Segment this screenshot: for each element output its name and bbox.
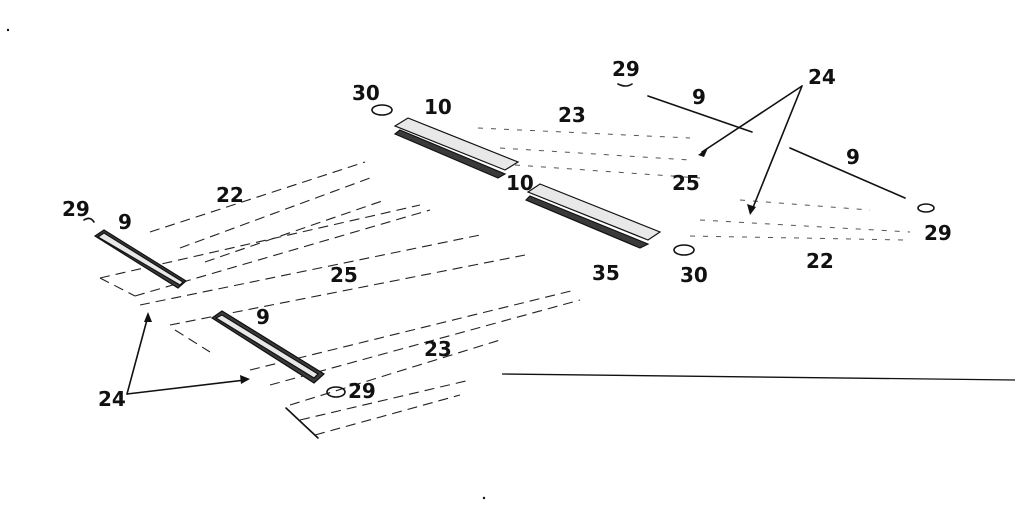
- panel-22-right-line-3: [739, 199, 871, 211]
- leader-24-a-arrowhead: [144, 312, 152, 322]
- label-10-mid-lower: 10: [506, 171, 534, 195]
- panel-22-line: [179, 177, 371, 249]
- left-panel-assembly: 29 9 22 25 9 23 29 24: [62, 161, 581, 439]
- separator-line: [501, 373, 1016, 381]
- label-24-left: 24: [98, 387, 126, 411]
- label-23-mid: 23: [558, 103, 586, 127]
- rail-9-right-lower: [789, 147, 906, 199]
- panel-25-line-2: [139, 234, 481, 306]
- rail-10-lower: [526, 183, 662, 241]
- fastener-30-top: [371, 104, 393, 116]
- rail-10-upper-side: [393, 129, 507, 179]
- label-30-mid-bottom: 30: [680, 263, 708, 287]
- leader-24-right-a-arrowhead: [698, 148, 708, 157]
- leader-24-right-b-arrowhead: [747, 204, 756, 215]
- leader-24-a: [126, 315, 149, 395]
- speck: [482, 496, 486, 500]
- middle-assembly: 30 10 23 10 35 30: [352, 81, 708, 287]
- label-9-left-top: 9: [118, 210, 132, 234]
- label-35-mid: 35: [592, 261, 620, 285]
- label-22-right: 22: [806, 249, 834, 273]
- fastener-29-bottom: [326, 386, 346, 398]
- label-29-left-bottom: 29: [348, 379, 376, 403]
- rail-9-middle-top: [214, 314, 319, 379]
- label-29-right-top: 29: [612, 57, 640, 81]
- label-22-left: 22: [216, 183, 244, 207]
- label-29-right-bottom: 29: [924, 221, 952, 245]
- fastener-30-bottom: [673, 244, 695, 256]
- panel-23-line-3: [289, 339, 501, 406]
- fastener-29-right-top: [617, 83, 633, 87]
- panel-23-corner: [285, 407, 319, 439]
- panel-23-mid-line-3: [514, 164, 701, 179]
- rail-9-left-top: [96, 232, 184, 286]
- label-9-right-top: 9: [692, 85, 706, 109]
- label-9-right-lower: 9: [846, 145, 860, 169]
- panel-23-mid-line-2: [499, 147, 691, 161]
- panel-25-left-end: [99, 277, 136, 297]
- rail-10-upper: [393, 117, 520, 171]
- label-25-left: 25: [330, 263, 358, 287]
- label-29-left-top: 29: [62, 197, 90, 221]
- panel-22-top-edge: [149, 161, 366, 233]
- panel-23-line: [249, 289, 576, 371]
- panel-23-line-4: [299, 379, 471, 421]
- label-23-left: 23: [424, 337, 452, 361]
- panel-22-right-line: [699, 219, 911, 233]
- leader-24-right-a: [701, 85, 803, 153]
- panel-23-line-2: [269, 299, 581, 386]
- label-25-right: 25: [672, 171, 700, 195]
- panel-23-line-5: [314, 394, 461, 436]
- leader-24-right-b: [751, 85, 803, 211]
- leader-24-b: [126, 379, 246, 395]
- label-10-mid-top: 10: [424, 95, 452, 119]
- panel-25-line-3: [169, 254, 526, 326]
- panel-23-left-end: [174, 329, 211, 353]
- panel-22-right-line-2: [689, 235, 906, 241]
- fastener-29-right-bottom: [917, 203, 935, 213]
- fastener-29-left: [83, 217, 95, 223]
- label-9-left-mid: 9: [256, 305, 270, 329]
- leader-24-b-arrowhead: [240, 375, 250, 384]
- label-30-mid-top: 30: [352, 81, 380, 105]
- panel-23-mid-line: [477, 127, 691, 139]
- label-24-right: 24: [808, 65, 836, 89]
- rail-10-lower-side: [524, 195, 650, 249]
- right-assembly: 29 9 24 25 9 29 22: [501, 57, 1016, 381]
- speck: [6, 28, 10, 32]
- rail-9-right-top: [647, 95, 753, 133]
